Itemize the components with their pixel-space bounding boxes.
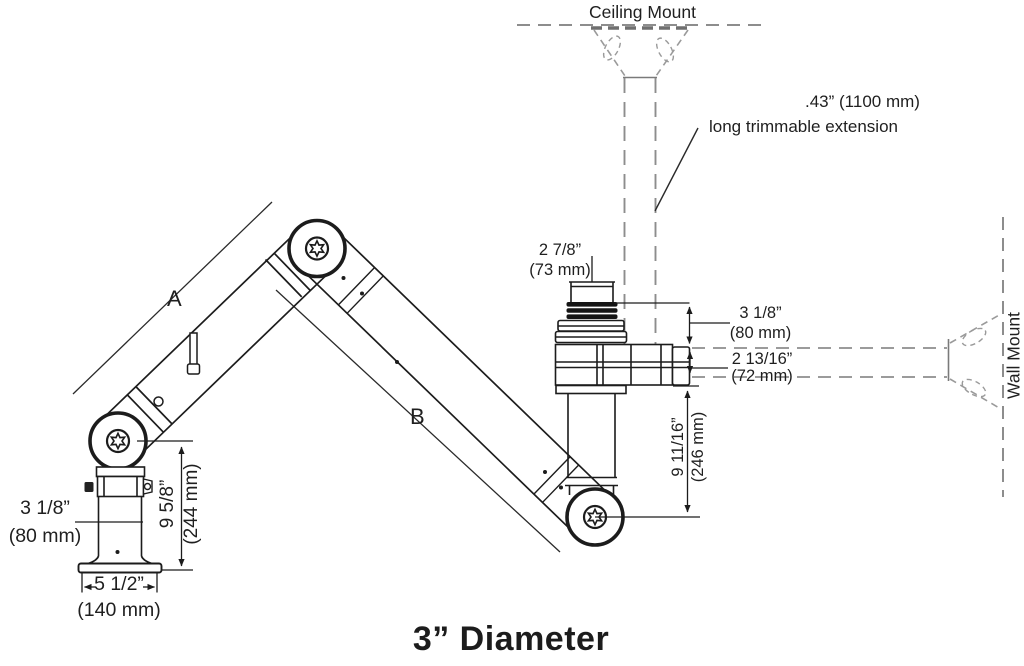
ceiling-mount-label: Ceiling Mount: [589, 2, 696, 22]
dim-base-width-imperial: 5 1/2”: [94, 573, 144, 595]
dim-column-diameter-imperial: 3 1/8”: [20, 497, 70, 519]
dim-base-width: 5 1/2” (140 mm): [59, 571, 179, 623]
dim-top-duct-width: 2 7/8” (73 mm): [510, 241, 610, 280]
extension-note-length: .43” (1100 mm): [805, 92, 920, 111]
dim-top-duct-width-metric: (73 mm): [529, 260, 591, 279]
drawing-title: 3” Diameter: [412, 620, 610, 658]
arm-segment-b: [298, 228, 614, 537]
dim-base-height-imperial: 9 5/8”: [157, 479, 178, 529]
extension-leader-line: [654, 127, 699, 212]
elbow-joint-top: [287, 218, 347, 279]
wall-mount-outline: [947, 217, 1004, 497]
dim-connector-height: 3 1/8” (80 mm): [710, 304, 811, 343]
ceiling-mount-outline: [517, 24, 762, 79]
segment-b-label: B: [410, 404, 425, 429]
dim-wall-bracket-offset: 2 13/16” (72 mm): [712, 351, 812, 385]
extension-note-text: long trimmable extension: [709, 117, 898, 136]
dim-connector-height-metric: (80 mm): [729, 323, 792, 342]
dim-wall-bracket-offset-imperial: 2 13/16”: [731, 350, 793, 368]
wall-centerlines: [692, 347, 947, 378]
dim-connector-drop: 9 11/16” (246 mm): [668, 377, 708, 517]
dim-connector-drop-imperial: 9 11/16”: [669, 417, 687, 477]
dim-connector-drop-metric: (246 mm): [689, 411, 707, 483]
wall-mount-label: Wall Mount: [1003, 312, 1024, 399]
arm-segment-a: [99, 228, 336, 460]
segment-b-reference-line: [275, 289, 561, 553]
dim-base-width-metric: (140 mm): [77, 599, 161, 621]
dim-base-height-metric: (244 mm): [181, 463, 202, 545]
dim-column-diameter-metric: (80 mm): [8, 525, 82, 547]
dim-wall-bracket-offset-metric: (72 mm): [731, 367, 793, 385]
wall-connector-assembly: [554, 281, 691, 495]
segment-a-label: A: [167, 286, 182, 311]
base-column: [77, 466, 163, 574]
segment-a-reference-line: [72, 201, 273, 395]
dim-connector-height-imperial: 3 1/8”: [739, 304, 782, 322]
dim-top-duct-width-imperial: 2 7/8”: [538, 241, 582, 259]
trimmable-extension-tube: [623, 78, 657, 344]
dimension-lines: [75, 256, 730, 593]
dim-column-diameter: 3 1/8” (80 mm): [0, 494, 105, 550]
dim-base-height: 9 5/8” (244 mm): [156, 434, 204, 574]
